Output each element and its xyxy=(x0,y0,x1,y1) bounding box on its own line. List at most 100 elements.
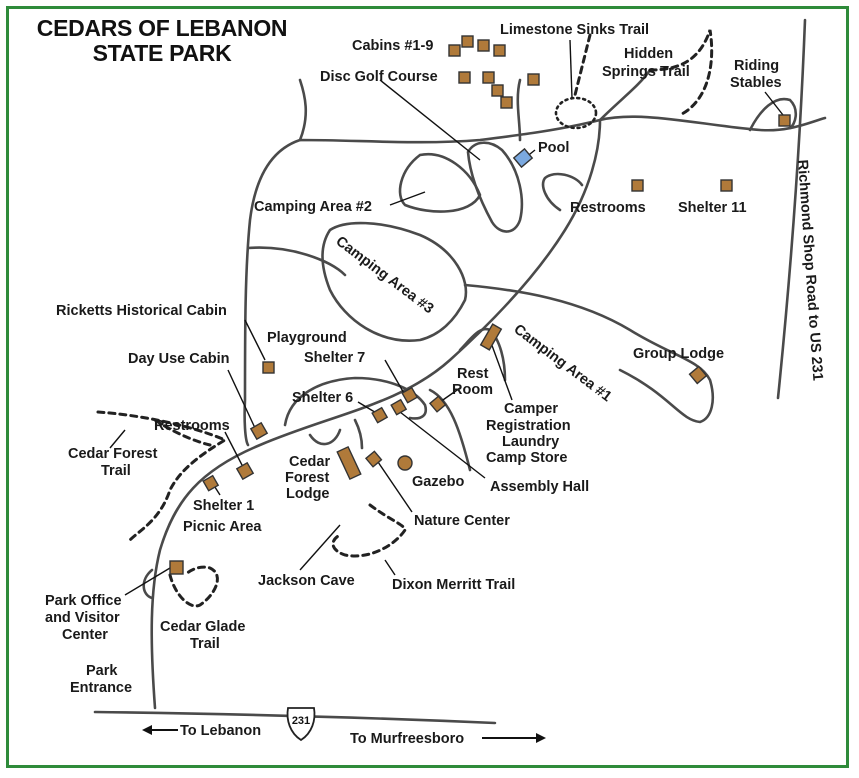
stables-loop xyxy=(748,97,798,132)
direction-arrows xyxy=(142,725,546,743)
east-road xyxy=(598,115,827,132)
leader-discgolf xyxy=(379,79,481,161)
cabin-4 xyxy=(493,44,506,57)
label-riding-1: Riding xyxy=(734,58,779,74)
shield-icon xyxy=(286,707,316,742)
leader-cedarforesttrail xyxy=(109,429,126,449)
camper-registration-building xyxy=(479,323,503,351)
label-parkentrance-2: Entrance xyxy=(70,680,132,696)
leader-shelter7 xyxy=(384,359,406,396)
north-connector-road xyxy=(298,78,308,142)
cabin-6 xyxy=(482,71,495,84)
label-parkoffice-1: Park Office xyxy=(45,593,122,609)
label-playground: Playground xyxy=(267,330,347,346)
label-parkoffice-3: Center xyxy=(62,627,108,643)
group-lodge-building xyxy=(688,365,708,385)
label-restrooms-w: Restrooms xyxy=(154,418,230,434)
label-parkoffice-2: and Visitor xyxy=(45,610,120,626)
label-ricketts: Ricketts Historical Cabin xyxy=(56,303,227,319)
leader-nature xyxy=(377,461,413,513)
label-cedarglade-2: Trail xyxy=(190,636,220,652)
label-cabins: Cabins #1-9 xyxy=(352,38,433,54)
buildings xyxy=(169,35,791,575)
roads xyxy=(93,18,827,725)
shelter1-building xyxy=(202,474,220,492)
leader-camping2 xyxy=(389,191,426,206)
label-tomurfreesboro: To Murfreesboro xyxy=(350,731,464,747)
label-shelter7: Shelter 7 xyxy=(304,350,365,366)
label-camper-3: Laundry xyxy=(502,434,559,450)
nature-spur xyxy=(353,418,364,450)
leader-limestone xyxy=(569,39,573,99)
leader-restroom xyxy=(439,387,461,403)
label-hidden-2: Springs Trail xyxy=(602,64,690,80)
leader-riding xyxy=(764,91,784,116)
label-cedarforestlodge-1: Cedar xyxy=(289,454,330,470)
label-hidden-1: Hidden xyxy=(624,46,673,62)
interstate-shield: 231 xyxy=(286,707,316,742)
pool-building xyxy=(512,147,534,169)
label-shelter11: Shelter 11 xyxy=(678,200,747,216)
label-restrooms-ne: Restrooms xyxy=(570,200,646,216)
hidden-springs-trail-path xyxy=(648,29,714,117)
label-dixon: Dixon Merritt Trail xyxy=(392,577,515,593)
label-camper-2: Registration xyxy=(486,418,571,434)
restrooms-ne-building xyxy=(631,179,644,192)
leader-dayuse xyxy=(227,369,256,429)
label-picnic: Picnic Area xyxy=(183,519,262,535)
label-cedarglade-1: Cedar Glade xyxy=(160,619,245,635)
cabin-road xyxy=(516,78,522,142)
label-parkentrance-1: Park xyxy=(86,663,118,679)
richmond-road xyxy=(776,18,807,400)
label-camping2: Camping Area #2 xyxy=(254,199,372,215)
limestone-sinks xyxy=(554,96,598,130)
label-cedarforestlodge-3: Lodge xyxy=(286,486,330,502)
shield-number: 231 xyxy=(292,715,310,727)
leader-camper xyxy=(489,339,513,401)
label-jackson: Jackson Cave xyxy=(258,573,355,589)
label-nature: Nature Center xyxy=(414,513,510,529)
cabin-3 xyxy=(477,39,490,52)
label-camping1: Camping Area #1 xyxy=(511,321,615,405)
gazebo-building xyxy=(397,455,413,471)
arrow-right-icon xyxy=(536,733,546,743)
main-park-road xyxy=(150,118,602,710)
shelter7b-building xyxy=(401,386,419,404)
label-cedarforestlodge-2: Forest xyxy=(285,470,329,486)
dayuse-building xyxy=(249,421,269,441)
label-camper-4: Camp Store xyxy=(486,450,567,466)
leader-lines xyxy=(109,39,784,596)
title-line-1: CEDARS OF LEBANON xyxy=(36,15,288,41)
cabin-9 xyxy=(527,73,540,86)
trails xyxy=(96,29,714,608)
label-camper-1: Camper xyxy=(504,401,558,417)
label-grouplodge: Group Lodge xyxy=(633,346,724,362)
limestone-trail-path xyxy=(573,33,592,97)
disc-golf-loop xyxy=(466,141,524,233)
label-dayuse: Day Use Cabin xyxy=(128,351,230,367)
leader-parkoffice xyxy=(124,567,171,596)
label-pool: Pool xyxy=(538,140,569,156)
west-branch-road xyxy=(246,246,347,277)
label-assembly: Assembly Hall xyxy=(490,479,589,495)
north-loop-road xyxy=(243,118,602,447)
label-richmond: Richmond Shop Road to US 231 xyxy=(794,159,825,381)
leader-ricketts xyxy=(244,319,266,361)
restrooms-w-building xyxy=(235,461,255,481)
map-labels: Limestone Sinks Trail Cabins #1-9 Hidden… xyxy=(45,22,825,747)
label-cedarforesttrail-1: Cedar Forest xyxy=(68,446,158,462)
camping3-loop xyxy=(321,221,468,342)
label-rest-1: Rest xyxy=(457,366,489,382)
label-shelter6: Shelter 6 xyxy=(292,390,353,406)
dixon-merritt-trail-path xyxy=(331,503,407,558)
map-title: CEDARS OF LEBANON STATE PARK xyxy=(12,16,312,66)
label-camping3: Camping Area #3 xyxy=(333,233,437,317)
shelter7-building xyxy=(390,398,408,416)
label-rest-2: Room xyxy=(452,382,493,398)
cabin-5 xyxy=(458,71,471,84)
label-gazebo: Gazebo xyxy=(412,474,465,490)
pool-loop xyxy=(541,172,584,212)
cedar-forest-trail-spur xyxy=(153,418,212,447)
shelter-loop xyxy=(283,376,428,427)
